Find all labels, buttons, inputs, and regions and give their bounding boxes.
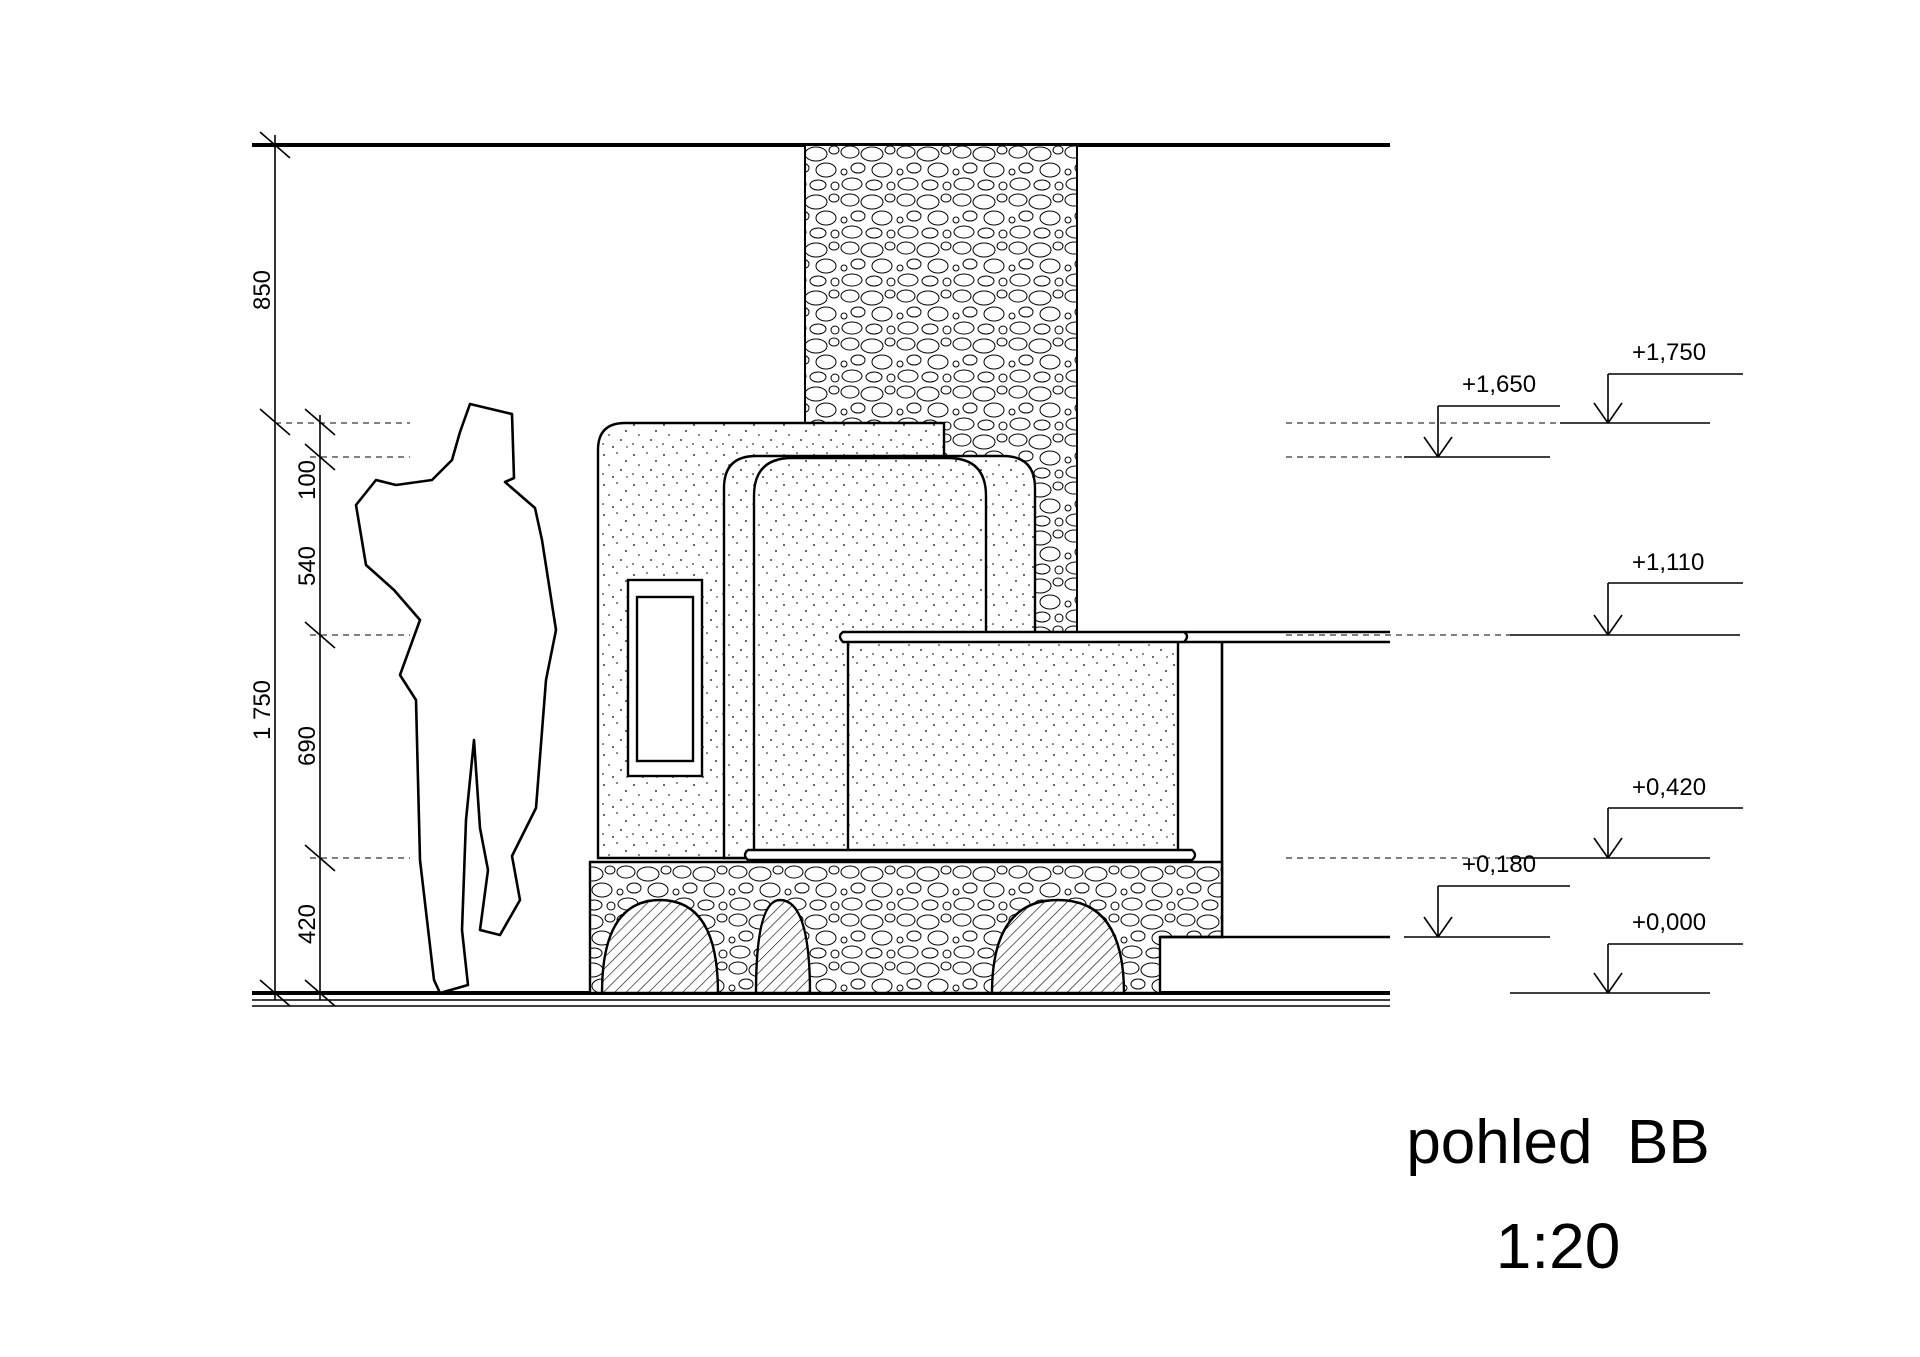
human-figure xyxy=(354,402,558,995)
drawing-scale: 1:20 xyxy=(1496,1210,1621,1282)
level-label-0000: +0,000 xyxy=(1632,909,1706,936)
level-label-1650: +1,650 xyxy=(1462,371,1536,398)
dim-850: 850 xyxy=(249,270,276,310)
plinth-slab xyxy=(743,848,1197,862)
level-label-0420: +0,420 xyxy=(1632,774,1706,801)
dim-100: 100 xyxy=(294,460,321,500)
level-marker-0000 xyxy=(1510,943,1743,994)
dim-690: 690 xyxy=(294,726,321,766)
level-label-0180: +0,180 xyxy=(1462,851,1536,878)
dim-540: 540 xyxy=(294,546,321,586)
level-guides xyxy=(1286,422,1560,859)
level-marker-1110 xyxy=(1510,582,1743,636)
base-arches xyxy=(600,898,1126,995)
dimension-chain-left xyxy=(259,131,410,1007)
level-marker-1650 xyxy=(1404,405,1560,458)
level-marker-0420 xyxy=(1510,807,1743,859)
level-label-1110: +1,110 xyxy=(1632,549,1704,576)
dim-1750: 1 750 xyxy=(249,680,276,740)
bench-block xyxy=(846,639,1180,853)
oven-door xyxy=(626,578,704,778)
floor-line xyxy=(252,991,1390,1007)
level-marker-1750 xyxy=(1560,373,1743,424)
level-marker-0180 xyxy=(1404,885,1570,938)
level-label-1750: +1,750 xyxy=(1632,339,1706,366)
drawing-title: pohled BB xyxy=(1406,1108,1709,1177)
dim-420: 420 xyxy=(294,904,321,944)
